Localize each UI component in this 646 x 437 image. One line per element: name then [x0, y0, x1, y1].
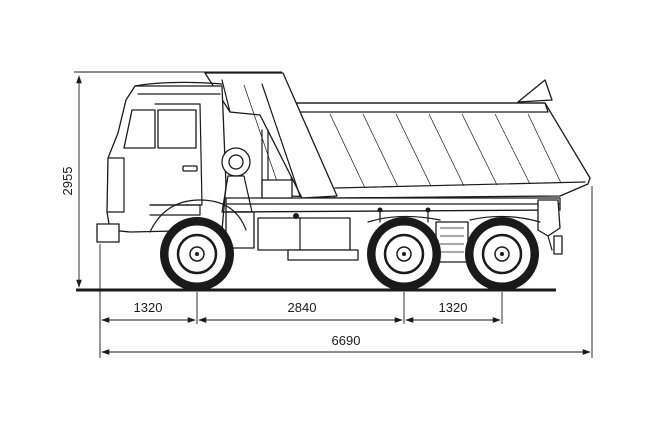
wheelbase-value: 2840 — [288, 300, 317, 315]
rear-wheel — [465, 217, 539, 291]
dump-truck-drawing — [96, 72, 591, 291]
dimension-lines: 2955 1320 2840 1320 6690 — [60, 71, 593, 358]
dump-body — [204, 72, 591, 199]
rear-axle-spacing-value: 1320 — [439, 300, 468, 315]
front-wheel — [160, 217, 234, 291]
overall-length-value: 6690 — [332, 333, 361, 348]
cab — [106, 81, 227, 233]
middle-wheel — [367, 217, 441, 291]
front-overhang-value: 1320 — [134, 300, 163, 315]
height-value: 2955 — [60, 167, 75, 196]
chassis-frame — [96, 129, 563, 263]
